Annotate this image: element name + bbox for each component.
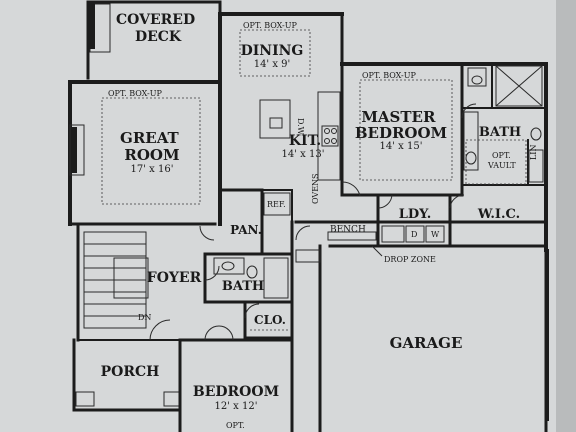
master-box-up-note: OPT. BOX-UP [362,71,416,80]
kitchen-label: KIT. [289,133,321,149]
master-bedroom-dimensions: 14' x 15' [380,141,423,152]
bedroom-opt-note: OPT. [226,421,245,430]
opt-vault-label: OPT. VAULT [487,151,516,170]
bedroom-dimensions: 12' x 12' [215,401,258,412]
dining-dimensions: 14' x 9' [254,59,291,70]
walls [68,0,549,432]
dining-label: DINING [241,43,304,59]
shower [495,65,543,107]
covered-deck-line-1: COVERED [116,12,195,28]
hall-bath-label: BATH [222,279,264,294]
opt-vault-line-1: OPT. [492,151,511,160]
opt-vault-line-2: VAULT [487,161,516,170]
dryer-label: D [411,230,417,239]
bedroom-label: BEDROOM [193,384,279,400]
cooktop [321,125,339,147]
page-edge [556,0,576,432]
great-room-line-2: ROOM [124,146,179,164]
doors [149,103,477,341]
tub [263,257,289,299]
box-up-outlines [101,29,527,205]
porch-label: PORCH [101,364,160,380]
great-room-label: GREAT ROOM [120,129,184,164]
closet-label: CLO. [254,313,286,327]
kitchen-dimensions: 14' x 13' [282,149,325,160]
washer-label: W [431,230,440,239]
linen-label: LIN [529,145,538,160]
staircase [83,231,149,329]
foyer-label: FOYER [147,270,202,286]
fixtures [83,65,544,331]
master-bedroom-line-1: MASTER [361,108,436,126]
kitchen-island [259,99,291,139]
laundry-label: LDY. [399,207,432,222]
dryer-box [405,225,425,243]
ref-label: REF. [267,200,286,209]
bench-label: BENCH [330,225,366,235]
toilet [467,67,487,87]
great-room-dimensions: 17' x 16' [131,164,174,175]
covered-deck-label: COVERED DECK [116,12,200,45]
master-bedroom-line-2: BEDROOM [355,124,447,142]
garage-label: GARAGE [390,334,463,352]
plan-sheet [0,0,560,432]
pantry-label: PAN. [230,223,262,237]
dining-box-up-note: OPT. BOX-UP [243,21,297,30]
drop-zone-label: DROP ZONE [384,255,436,264]
washer-box [425,225,445,243]
master-bath-label: BATH [479,125,521,140]
drop-zone-leader [371,245,383,257]
stairs-down-label: DN [138,313,151,322]
room-labels: COVERED DECK OPT. BOX-UP DINING 14' x 9'… [101,12,538,430]
sink [381,225,405,243]
great-room-box-up-note: OPT. BOX-UP [108,89,162,98]
dw-label: D.W. [296,118,305,136]
walk-in-closet-label: W.I.C. [477,207,520,222]
bench [327,231,377,241]
covered-deck-line-2: DECK [135,29,182,45]
ovens-label: OVENS [311,173,320,204]
master-bedroom-label: MASTER BEDROOM [355,108,447,142]
great-room-line-1: GREAT [120,129,180,147]
